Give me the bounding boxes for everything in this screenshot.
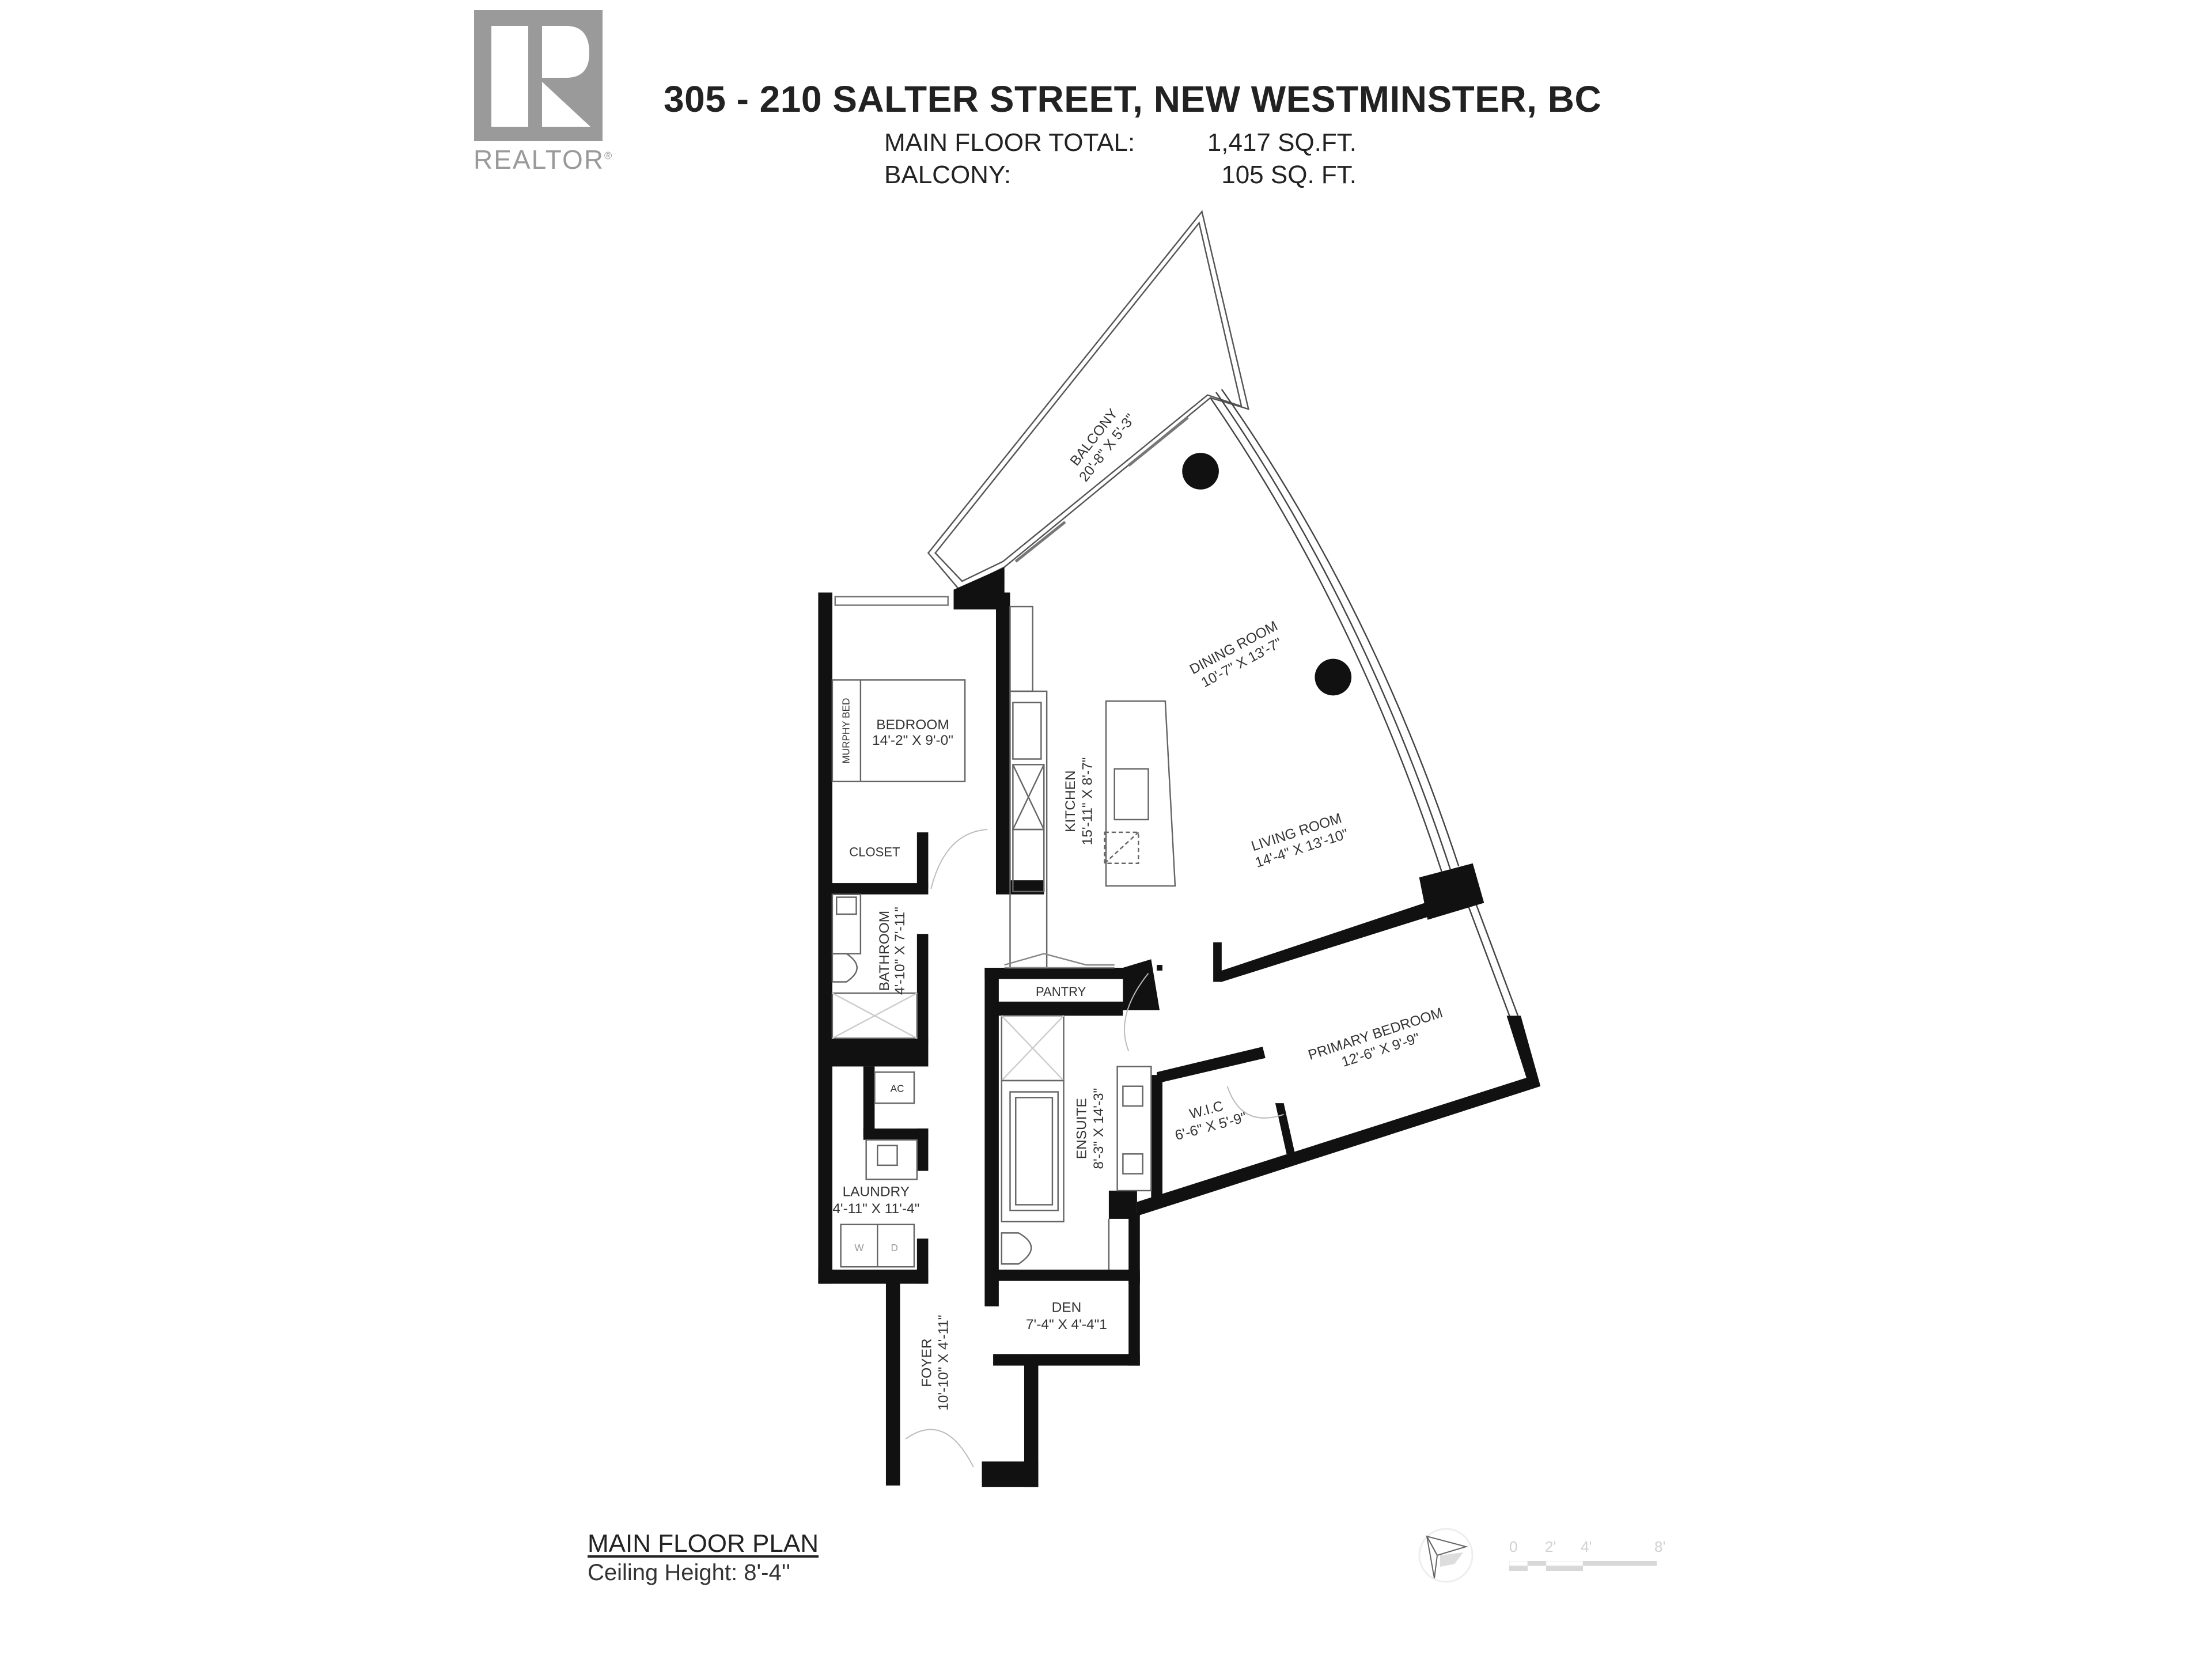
door-swings [905, 829, 1284, 1468]
scale-labels: 0 2' 4' 8' [1509, 1538, 1671, 1555]
sliding-door [1014, 416, 1189, 563]
room-label-wic: W.I.C 6'-6" X 5'-9" [1173, 1099, 1248, 1144]
bathroom-fixtures [831, 893, 918, 1039]
svg-text:LAUNDRY: LAUNDRY [843, 1184, 910, 1200]
scale-bar-graphic [1509, 1561, 1657, 1571]
area-label: BALCONY: [884, 161, 1012, 189]
svg-text:KITCHEN: KITCHEN [1063, 770, 1078, 832]
room-label-kitchen: KITCHEN 15'-11" X 8'-7" [1063, 757, 1095, 846]
window [834, 596, 949, 606]
room-label-balcony: BALCONY 20'-8" X 5'-3" [1067, 406, 1139, 484]
room-label-bedroom: BEDROOM 14'-2" X 9'-0" [872, 717, 953, 748]
room-label-closet: CLOSET [849, 845, 900, 859]
svg-text:7'-4" X 4'-4"1: 7'-4" X 4'-4"1 [1026, 1317, 1107, 1332]
room-label-primary-bedroom: PRIMARY BEDROOM 12'-6" X 9'-9" [1306, 1005, 1445, 1070]
window-wall [1210, 389, 1519, 1016]
scale-bar: 0 2' 4' 8' [1509, 1538, 1671, 1578]
column [1182, 453, 1219, 490]
ceiling-height: Ceiling Height: 8'-4'' [588, 1560, 790, 1585]
property-address: 305 - 210 SALTER STREET, NEW WESTMINSTER… [664, 78, 1602, 120]
area-value: 105 SQ. FT. [1221, 161, 1357, 189]
svg-text:8'-3" X 14'-3": 8'-3" X 14'-3" [1091, 1088, 1107, 1169]
svg-text:4'-10" X 7'-11": 4'-10" X 7'-11" [892, 907, 908, 995]
area-label: MAIN FLOOR TOTAL: [884, 128, 1135, 157]
svg-text:4'-11" X 11'-4": 4'-11" X 11'-4" [832, 1201, 919, 1217]
svg-text:FOYER: FOYER [919, 1339, 934, 1387]
svg-text:14'-2" X 9'-0": 14'-2" X 9'-0" [872, 733, 953, 748]
room-label-foyer: FOYER 10'-10" X 4'-11" [919, 1315, 951, 1411]
svg-text:BATHROOM: BATHROOM [877, 911, 892, 991]
label-ac: AC [891, 1083, 904, 1094]
svg-text:MURPHY BED: MURPHY BED [840, 698, 851, 764]
north-arrow-icon [1418, 1528, 1474, 1583]
svg-text:ENSUITE: ENSUITE [1074, 1098, 1090, 1159]
room-label-den: DEN 7'-4" X 4'-4"1 [1026, 1300, 1107, 1332]
svg-text:BEDROOM: BEDROOM [876, 717, 949, 733]
area-row-main-floor: MAIN FLOOR TOTAL: 1,417 SQ.FT. [884, 127, 1357, 159]
label-murphy-bed: MURPHY BED [840, 698, 851, 764]
room-label-laundry: LAUNDRY 4'-11" X 11'-4" [832, 1184, 919, 1217]
room-label-dining: DINING ROOM 10'-7" X 13'-7" [1187, 618, 1285, 691]
area-value: 1,417 SQ.FT. [1207, 128, 1357, 157]
svg-text:10'-10" X 4'-11": 10'-10" X 4'-11" [936, 1315, 952, 1411]
realtor-r-icon [491, 26, 590, 127]
kitchen-counter [1009, 605, 1048, 969]
walls [818, 567, 1541, 1487]
realtor-wordmark: REALTOR® [474, 145, 613, 175]
label-washer: W [854, 1242, 864, 1253]
murphy-bed [831, 679, 966, 782]
area-row-balcony: BALCONY: 105 SQ. FT. [884, 159, 1357, 191]
column [1315, 658, 1352, 696]
room-label-bathroom: BATHROOM 4'-10" X 7'-11" [877, 907, 908, 995]
kitchen-island [1104, 700, 1176, 887]
pantry-doors [1004, 953, 1115, 969]
area-summary: MAIN FLOOR TOTAL: 1,417 SQ.FT. BALCONY: … [884, 127, 1357, 191]
laundry-fixtures [840, 1071, 918, 1268]
scale-label: 2' [1545, 1538, 1556, 1555]
scale-label: 8' [1654, 1538, 1666, 1555]
room-label-ensuite: ENSUITE 8'-3" X 14'-3" [1074, 1088, 1107, 1169]
scale-label: 0 [1509, 1538, 1518, 1555]
balcony-outline [927, 210, 1250, 591]
svg-text:DEN: DEN [1052, 1300, 1082, 1316]
room-label-pantry: PANTRY [1036, 984, 1086, 999]
label-dryer: D [891, 1242, 897, 1253]
room-label-living: LIVING ROOM 14'-4" X 13'-10" [1249, 810, 1350, 871]
realtor-logo [474, 10, 603, 141]
plan-title: MAIN FLOOR PLAN [588, 1529, 819, 1558]
scale-label: 4' [1581, 1538, 1592, 1555]
svg-text:15'-11" X 8'-7": 15'-11" X 8'-7" [1080, 757, 1096, 846]
ensuite-fixtures [1001, 1015, 1152, 1270]
